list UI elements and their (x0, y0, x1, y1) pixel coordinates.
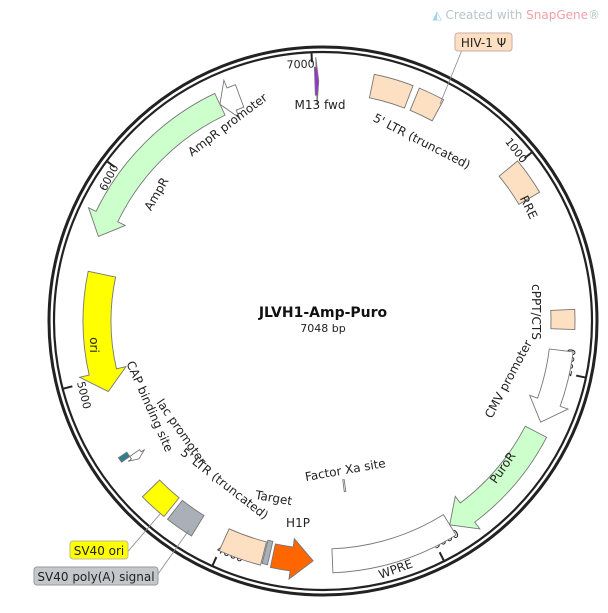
tick-label: 5000 (74, 380, 93, 410)
tick-mark (575, 374, 586, 379)
snapgene-watermark: ◭ Created with SnapGene® (432, 8, 601, 22)
feature-cmv[interactable] (528, 348, 574, 423)
callout-sv40pa[interactable]: SV40 poly(A) signal (37, 570, 154, 584)
label-cppt[interactable]: cPPT/CTS (529, 284, 543, 340)
callout-box-sv40ori[interactable] (69, 540, 129, 560)
label-m13[interactable]: M13 fwd (295, 98, 346, 112)
feature-ori[interactable] (78, 270, 128, 393)
backbone-inner (52, 50, 594, 592)
feature-sv40pa[interactable] (166, 499, 205, 537)
label-rre[interactable]: RRE (517, 193, 540, 221)
label-ori[interactable]: ori (87, 337, 101, 353)
feature-ltr5b[interactable] (218, 528, 268, 566)
label-cmv[interactable]: CMV promoter (482, 338, 535, 421)
plasmid-length: 7048 bp (300, 322, 345, 335)
callout-box-psi[interactable] (454, 32, 513, 52)
callout-line-sv40pa (157, 529, 190, 575)
callout-line-sv40ori (124, 513, 161, 556)
feature-cap[interactable] (117, 451, 131, 463)
feature-rre[interactable] (498, 160, 541, 206)
plasmid-name: JLVH1-Amp-Puro (258, 305, 388, 321)
label-target[interactable]: Target (253, 488, 293, 508)
feature-ltr5a[interactable] (368, 73, 414, 109)
feature-lac[interactable] (127, 448, 146, 462)
feature-wpre[interactable] (331, 514, 457, 574)
tick-label: 1000 (502, 136, 529, 166)
feature-psi[interactable] (409, 87, 445, 122)
tick-mark (211, 556, 218, 566)
tick-label: 7000 (286, 57, 314, 71)
callout-psi[interactable]: HIV-1 Ψ (461, 36, 506, 50)
feature-fxa[interactable] (342, 479, 347, 493)
feature-puro[interactable] (449, 425, 548, 530)
callout-sv40ori[interactable]: SV40 ori (74, 544, 125, 558)
label-5ltr-a[interactable]: 5' LTR (truncated) (371, 111, 473, 172)
tick-mark (106, 160, 116, 168)
feature-amprp[interactable] (219, 78, 245, 120)
label-factor-xa[interactable]: Factor Xa site (304, 456, 387, 484)
tick-mark (63, 385, 73, 390)
backbone-outer (47, 45, 599, 597)
feature-cppt[interactable] (550, 308, 576, 330)
callout-box-sv40pa[interactable] (33, 566, 159, 586)
callout-line-psi (439, 49, 463, 105)
label-h1p[interactable]: H1P (286, 516, 310, 530)
snapgene-logo-icon: ◭ (432, 8, 446, 22)
label-ampr[interactable]: AmpR (142, 175, 172, 213)
feature-sv40ori[interactable] (141, 479, 180, 518)
tick-mark (438, 551, 445, 561)
tick-mark (523, 151, 533, 160)
feature-ampr[interactable] (87, 92, 226, 238)
feature-target[interactable] (261, 539, 274, 566)
feature-h1p[interactable] (269, 537, 314, 581)
feature-m13[interactable] (313, 57, 320, 105)
